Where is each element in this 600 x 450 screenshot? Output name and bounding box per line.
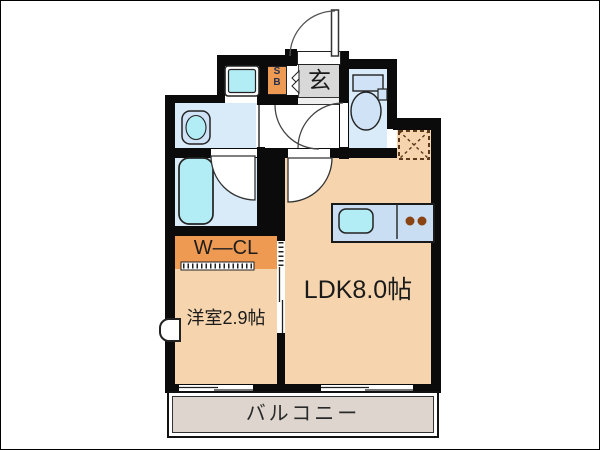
washroom-door-opening bbox=[256, 105, 266, 147]
balcony-floor: バルコニー bbox=[172, 396, 434, 433]
wall bbox=[217, 55, 225, 103]
meter-box bbox=[159, 318, 181, 342]
wall bbox=[259, 55, 268, 105]
western-window-opening bbox=[179, 385, 253, 392]
toilet-room bbox=[349, 69, 387, 148]
washroom bbox=[175, 103, 257, 148]
entry-threshold bbox=[297, 51, 341, 65]
wall-bottom-outer bbox=[165, 384, 441, 393]
wall-top-right bbox=[393, 118, 441, 130]
wall bbox=[165, 95, 225, 103]
toilet-door-swing bbox=[297, 102, 344, 149]
wcl-label: W—CL bbox=[193, 237, 259, 259]
wall bbox=[217, 55, 297, 66]
entrance-label: 玄 bbox=[308, 67, 331, 94]
wall-left-outer bbox=[165, 95, 175, 393]
entry-door-leaf bbox=[330, 9, 340, 57]
bathroom bbox=[175, 158, 257, 226]
bath-door-opening bbox=[211, 149, 257, 157]
washing-machine bbox=[224, 65, 260, 97]
wall-toilet-top bbox=[349, 59, 397, 69]
kitchen-counter bbox=[331, 203, 435, 243]
western-room-label: 洋室2.9帖 bbox=[186, 308, 266, 328]
balcony: バルコニー bbox=[167, 391, 439, 438]
balcony-label: バルコニー bbox=[245, 403, 361, 425]
wall-entry-stub bbox=[285, 49, 297, 66]
wall-wcl-top bbox=[165, 226, 285, 236]
ldk-door-opening bbox=[288, 149, 330, 158]
ldk-label: LDK8.0帖 bbox=[303, 276, 413, 304]
shoe-box-label: S B bbox=[273, 66, 281, 88]
entrance-step bbox=[298, 97, 339, 105]
wall bbox=[259, 95, 298, 105]
toilet-door-opening bbox=[340, 103, 348, 147]
ldk-window-opening bbox=[321, 385, 413, 392]
washing-machine-tub bbox=[227, 68, 257, 94]
sliding-door-opening bbox=[277, 241, 285, 333]
western-room bbox=[175, 269, 277, 384]
wall-right-outer bbox=[431, 118, 441, 393]
ldk-room bbox=[285, 158, 431, 384]
genkan-door-swing bbox=[274, 104, 320, 150]
ldk-fridge-nook bbox=[397, 130, 431, 158]
entrance-genkan: 玄 bbox=[298, 62, 341, 99]
wall-toilet-right bbox=[387, 59, 397, 129]
wall-bath-right bbox=[257, 148, 285, 236]
